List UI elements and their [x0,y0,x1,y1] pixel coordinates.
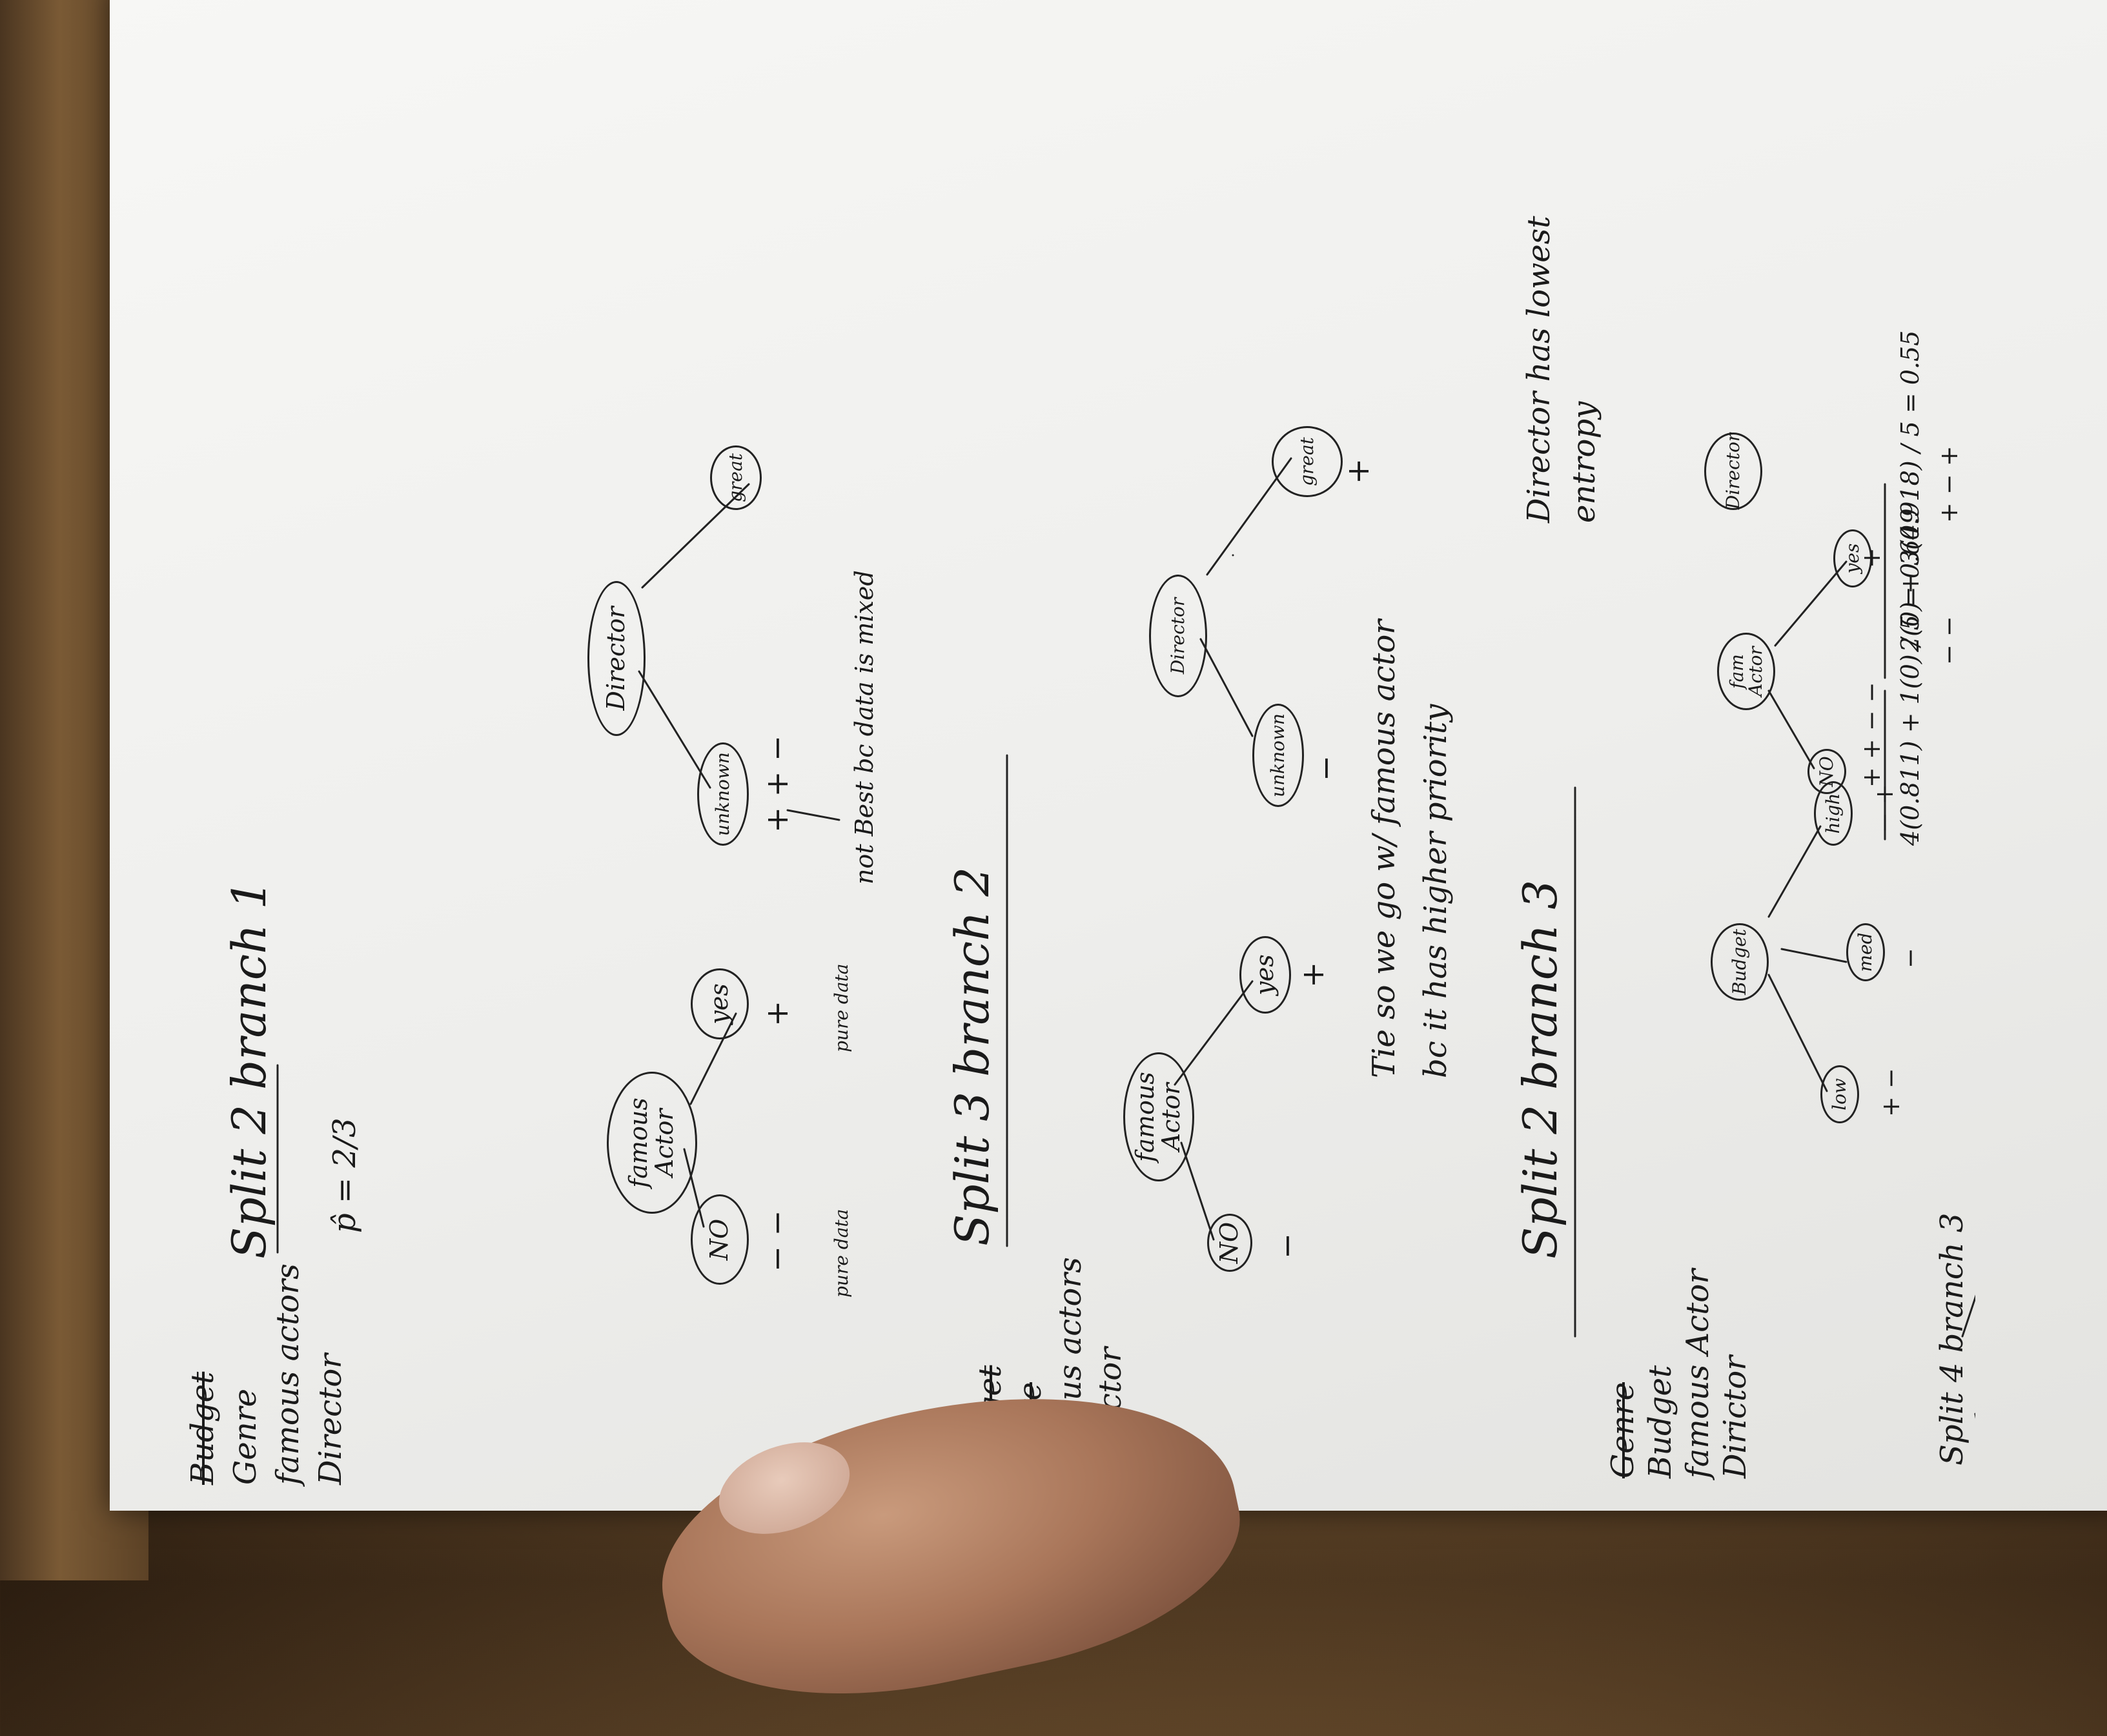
edge-b3fam-yes [1774,560,1847,647]
notebook-page [110,0,2107,1511]
edge-b3-med [1780,948,1847,963]
node-s3-yes: yes [1239,936,1291,1014]
list3-item: famous Actor [1680,1269,1716,1478]
list1-item: famous actors [270,1263,306,1485]
b3-med-labels: − [1896,948,1924,968]
list3-item: Dirictor [1717,1355,1753,1478]
split4-title: Split 4 branch 3 [1934,1212,1970,1465]
b3-dir-right-labels: + − + [1935,445,1963,523]
tie-line-1: Tie so we go w/ famous actor [1366,619,1402,1078]
node-director: Director [587,581,646,736]
split3-title: Split 3 branch 2 [945,866,999,1246]
tie-line-2: bc it has higher priority [1418,704,1454,1078]
node-great: great [710,445,762,510]
edge-s3-unknown [1199,638,1254,737]
edge-director-great [641,483,750,589]
node-s3-unknown: unknown [1252,704,1304,807]
split2-p-formula: p̂ = 2/3 [327,1118,363,1233]
split2-no-labels: − − [759,1210,795,1272]
node-famous-actor: famous Actor [607,1072,697,1214]
conclusion-line-1: Director has lowest [1521,216,1557,523]
node-b3-director: Director [1704,433,1762,510]
node-b3-med: med [1846,923,1885,981]
edge-director-unknown [638,670,711,789]
node-b3-budget: Budget [1711,923,1769,1001]
node-s3-great: great [1272,426,1343,497]
edge-s3-yes [1174,980,1254,1086]
edge-s3-no [1180,1141,1215,1241]
node-b3-fam-actor: fam Actor [1717,633,1775,710]
edge-famous-yes [689,1012,737,1105]
split2-note: not Best bc data is mixed [850,570,879,884]
b3-high-labels: − + [1870,784,1898,833]
split2-no-note: pure data [831,1209,852,1298]
b3-low-labels: + − [1877,1068,1905,1117]
node-s3-famous-actor: famous Actor [1123,1052,1194,1181]
edge-b3-high [1767,825,1822,918]
list3-item: Genre [1605,1382,1641,1478]
split2-yes-note: pure data [831,963,852,1052]
b3-dir-formula: 2(0) + 3(0.918) / 5 = 0.55 [1896,330,1924,652]
node-b3-fam-no: NO [1807,749,1846,794]
list3-item: Budget [1642,1365,1678,1478]
list3: Genre Budget famous Actor Dirictor [1605,1269,1753,1478]
node-yes: yes [691,968,749,1039]
b3-dir-left-labels: − − [1935,616,1963,665]
edge-b3fam-no [1767,689,1815,770]
b3-fam-yes-labels: + [1857,547,1886,568]
handwritten-notes: Budget Genre famous actors Director Spli… [116,216,1975,1530]
node-b3-low: low [1820,1065,1859,1123]
list1-item: Director [312,1353,349,1485]
s3-unknown-labels: − [1308,755,1344,781]
node-no: NO [691,1194,749,1285]
b3-fam-no-labels: + + − − [1857,682,1886,788]
list1: Budget Genre famous actors Director [185,1263,349,1485]
node-unknown: unknown [697,742,749,846]
conclusion-line-2: entropy [1566,401,1602,523]
split-b3-title: Split 2 branch 3 [1513,879,1567,1259]
s3-great-labels: + [1340,458,1376,484]
s3-yes-labels: + [1295,961,1331,988]
arrow-not-best [786,809,840,821]
split2-yes-labels: + [759,1000,795,1026]
edge-s3-great [1206,457,1292,576]
node-s3-director: Director [1149,575,1207,697]
list1-item: Budget [185,1371,221,1485]
edge-famous-no [683,1148,705,1228]
split2-title: Split 2 branch 1 [222,879,276,1259]
pen-strokes [276,457,1975,1447]
list1-item: Genre [227,1388,263,1485]
node-s3-no: NO [1207,1214,1252,1272]
split2-unknown-labels: + + − [759,735,795,833]
s3-no-labels: − [1269,1232,1305,1259]
edge-b3-low [1767,974,1828,1092]
edge-s4-med [1961,1258,1975,1338]
